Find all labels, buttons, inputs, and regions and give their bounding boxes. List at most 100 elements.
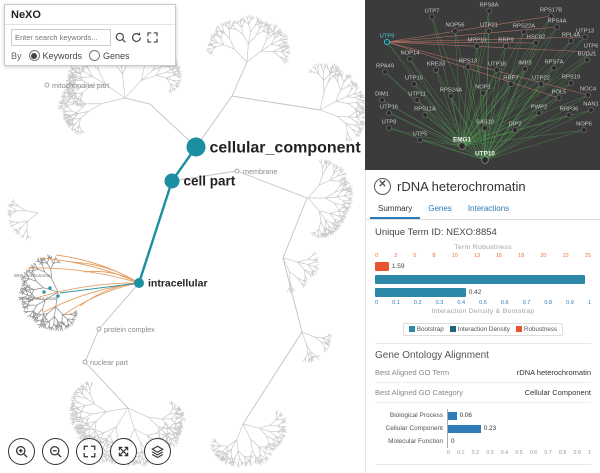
gene-node[interactable]: [422, 112, 429, 119]
gene-node[interactable]: [567, 38, 574, 45]
gene-node[interactable]: [553, 23, 560, 30]
gene-node[interactable]: [474, 43, 481, 50]
tree-branches: [206, 15, 291, 65]
gene-label: RPS4A: [547, 19, 566, 25]
gene-node[interactable]: [493, 67, 500, 74]
zoom-out-button[interactable]: [42, 438, 69, 465]
gene-node[interactable]: [407, 56, 414, 63]
axis-tick: 20: [540, 253, 547, 259]
gene-node[interactable]: [385, 110, 392, 117]
orange-edges: [27, 254, 140, 317]
gene-node[interactable]: [417, 136, 424, 143]
gene-node[interactable]: [507, 81, 514, 88]
tree-spine: [84, 61, 321, 425]
term-node-cellular-component[interactable]: [186, 137, 206, 157]
refresh-icon[interactable]: [130, 31, 143, 44]
axis-tick: 0.2: [413, 300, 422, 306]
gene-node[interactable]: [567, 80, 574, 87]
legend-item: Interaction Density: [449, 326, 510, 333]
gene-node[interactable]: [429, 13, 436, 20]
gene-node[interactable]: [458, 142, 466, 150]
alignment-category-label: Molecular Function: [388, 438, 443, 445]
gene-label: RPS13: [459, 59, 477, 65]
gene-node[interactable]: [580, 127, 587, 134]
tab-summary[interactable]: Summary: [370, 199, 421, 219]
gene-node[interactable]: [433, 67, 440, 74]
gene-node[interactable]: [587, 107, 594, 114]
gene-label: UTP11: [408, 92, 426, 98]
gene-node[interactable]: [486, 27, 493, 34]
gene-node[interactable]: [482, 125, 489, 132]
gene-node[interactable]: [535, 110, 542, 117]
axis-tick: 0.5: [479, 300, 487, 306]
gene-node[interactable]: [587, 49, 594, 56]
gene-node[interactable]: [452, 27, 459, 34]
gene-label: MPP10: [467, 38, 486, 44]
close-icon[interactable]: ✕: [374, 178, 391, 195]
go-category-row: Best Aligned GO Category Cellular Compon…: [375, 383, 591, 403]
layers-button[interactable]: [144, 438, 171, 465]
term-node-cell-part[interactable]: [164, 173, 180, 189]
gene-node[interactable]: [550, 65, 557, 72]
gene-node[interactable]: [381, 69, 388, 76]
biological-process-section-title: Biological Process: [375, 464, 591, 473]
tree-branches: [18, 254, 78, 332]
term-node-intracellular[interactable]: [134, 278, 144, 288]
axis-tick: 5: [413, 253, 417, 259]
gene-node[interactable]: [584, 92, 591, 99]
gene-node[interactable]: [383, 39, 390, 46]
gene-label: HSC82: [527, 35, 546, 41]
gene-node[interactable]: [481, 156, 489, 164]
gene-node[interactable]: [502, 43, 509, 50]
tree-node[interactable]: [82, 359, 88, 365]
zoom-in-button[interactable]: [8, 438, 35, 465]
bar-value-label: 1.59: [391, 263, 405, 270]
term-id: Unique Term ID: NEXO:8854: [375, 227, 497, 238]
tab-interactions[interactable]: Interactions: [467, 204, 510, 213]
gene-node[interactable]: [511, 127, 518, 134]
gene-label: RPS19: [562, 75, 580, 81]
axis-tick: 0.9: [566, 300, 574, 306]
gene-node[interactable]: [378, 97, 385, 104]
tab-genes[interactable]: Genes: [428, 204, 452, 213]
gene-node[interactable]: [565, 112, 572, 119]
expand-collapse-button[interactable]: [110, 438, 137, 465]
search-icon[interactable]: [114, 31, 127, 44]
gene-node[interactable]: [480, 90, 487, 97]
network-edges-red: [386, 15, 592, 99]
axis-tick: 0.7: [522, 300, 531, 306]
gene-node[interactable]: [583, 57, 590, 64]
gene-node[interactable]: [414, 97, 421, 104]
gene-node[interactable]: [555, 95, 562, 102]
expand-icon[interactable]: [146, 31, 159, 44]
radio-keywords[interactable]: Keywords: [28, 50, 82, 61]
gene-node[interactable]: [411, 81, 418, 88]
crossed-arrows-icon: [118, 446, 129, 457]
gene-label: UTP10: [475, 151, 495, 158]
gene-node[interactable]: [537, 81, 544, 88]
axis-tick: 8: [432, 253, 436, 259]
radio-genes[interactable]: Genes: [89, 50, 130, 61]
highlight-dot: [56, 294, 60, 298]
gene-label: RRP7: [503, 76, 518, 82]
tree-node[interactable]: [96, 326, 102, 332]
tree-node[interactable]: [44, 82, 50, 88]
gene-node[interactable]: [448, 93, 455, 100]
fit-to-screen-button[interactable]: [76, 438, 103, 465]
search-input[interactable]: [11, 29, 111, 46]
gene-node[interactable]: [581, 34, 588, 41]
gene-node[interactable]: [486, 7, 493, 14]
gene-node[interactable]: [385, 125, 392, 132]
gene-node[interactable]: [465, 64, 472, 71]
gene-node[interactable]: [521, 66, 528, 73]
fit-to-screen-icon: [83, 445, 96, 458]
gene-node[interactable]: [532, 40, 539, 47]
gene-node[interactable]: [547, 12, 554, 19]
gene-node[interactable]: [520, 28, 527, 35]
tree-node[interactable]: [234, 168, 240, 174]
